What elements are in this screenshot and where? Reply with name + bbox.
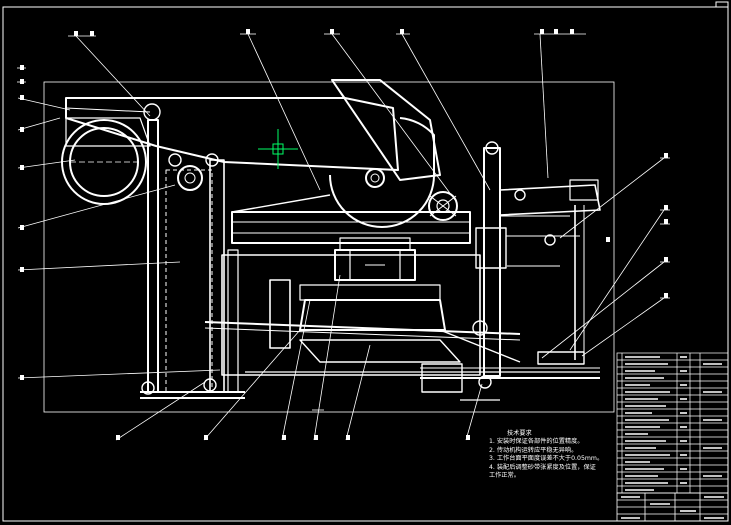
parts-list-rows bbox=[617, 359, 728, 487]
wheel-hub bbox=[365, 168, 385, 188]
requirement-item-1: 1. 安装时保证各部件的位置精度。 bbox=[489, 438, 584, 446]
grinding-wheel bbox=[329, 117, 435, 228]
technical-requirements-title: 技术要求 bbox=[507, 430, 532, 437]
balloon-number-marks bbox=[20, 29, 668, 440]
cad-cursor-crosshair bbox=[258, 129, 298, 169]
machine-assembly bbox=[61, 79, 601, 401]
title-block bbox=[616, 492, 729, 522]
corner-tag bbox=[715, 1, 729, 8]
guide-pulley bbox=[428, 191, 458, 221]
leader-lines bbox=[17, 33, 665, 441]
sheet-border bbox=[2, 6, 729, 522]
parts-list-text-strokes bbox=[625, 356, 722, 491]
requirement-item-3: 3. 工作台面平面度误差不大于0.05mm。 bbox=[489, 455, 604, 463]
lead-screw bbox=[204, 321, 521, 335]
view-boundary bbox=[43, 81, 615, 413]
right-column bbox=[483, 147, 501, 377]
requirement-item-5: 工作正常。 bbox=[489, 472, 520, 480]
belt-arm bbox=[65, 97, 399, 171]
lower-slide bbox=[299, 339, 461, 363]
technical-requirements: 技术要求 1. 安装时保证各部件的位置精度。 2. 传动机构运转应平稳无异响。 … bbox=[489, 430, 603, 480]
requirement-item-2: 2. 传动机构运转应平稳无异响。 bbox=[489, 446, 578, 454]
requirement-item-4: 4. 装配后调整砂带张紧度及位置，保证 bbox=[489, 463, 596, 471]
parts-list-table bbox=[616, 352, 729, 494]
left-idler-pulley bbox=[177, 165, 203, 191]
tension-arm bbox=[499, 184, 601, 216]
lower-frame bbox=[221, 254, 481, 376]
